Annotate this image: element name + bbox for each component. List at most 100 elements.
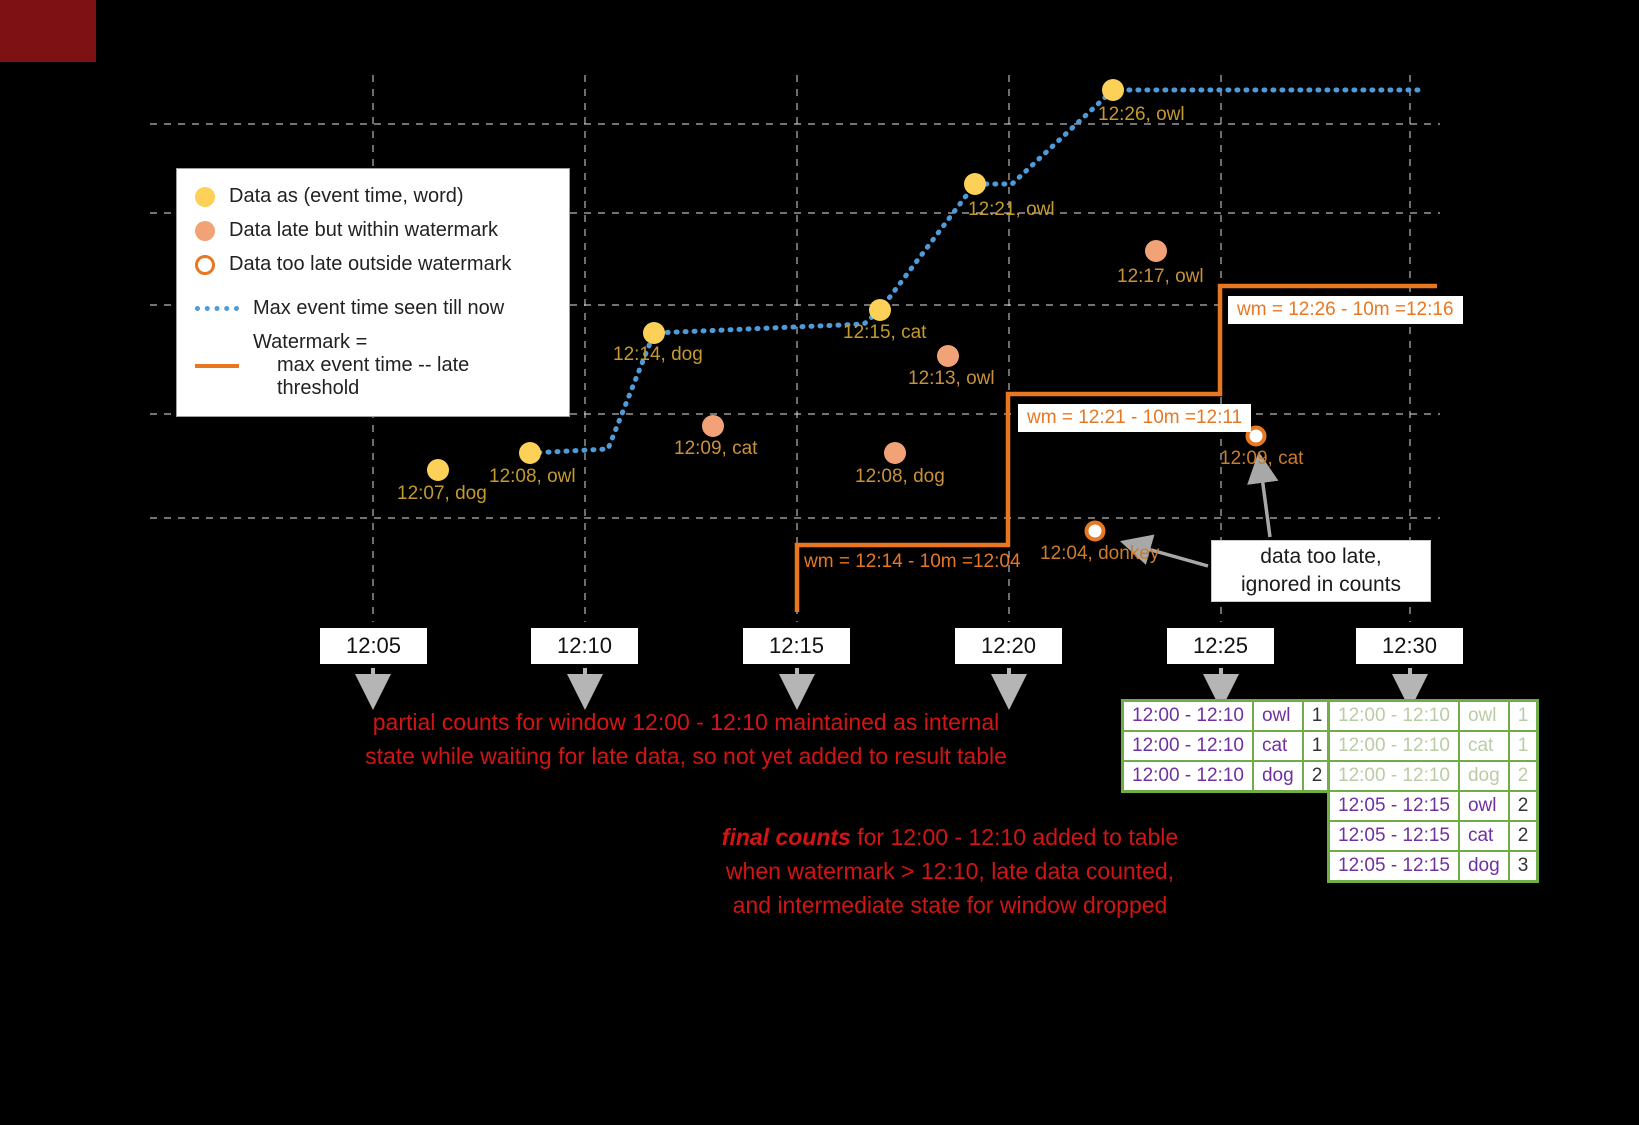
window-cell: 12:05 - 12:15 bbox=[1327, 790, 1460, 822]
axis-tick-1220: 12:20 bbox=[955, 628, 1062, 664]
too-late-line2: ignored in counts bbox=[1241, 573, 1401, 596]
partial-counts-note: partial counts for window 12:00 - 12:10 … bbox=[320, 705, 1052, 773]
word-cell: cat bbox=[1457, 820, 1510, 852]
watermark-line bbox=[794, 283, 1437, 612]
table-row-faded: 12:00 - 12:10 dog 2 bbox=[1327, 760, 1539, 792]
data-point-ontime bbox=[519, 442, 541, 464]
data-point-late bbox=[884, 442, 906, 464]
window-cell: 12:00 - 12:10 bbox=[1327, 730, 1460, 762]
partial-counts-line2: state while waiting for late data, so no… bbox=[365, 743, 1007, 769]
data-point-ontime bbox=[869, 299, 891, 321]
ontime-point-icon bbox=[195, 186, 215, 207]
max-event-line-icon bbox=[195, 306, 239, 311]
window-cell: 12:00 - 12:10 bbox=[1327, 760, 1460, 792]
result-table-1230: 12:00 - 12:10 owl 1 12:00 - 12:10 cat 1 … bbox=[1327, 699, 1540, 883]
legend-item-ontime: Data as (event time, word) bbox=[195, 185, 551, 208]
final-counts-note: final counts for 12:00 - 12:10 added to … bbox=[688, 820, 1212, 922]
count-cell: 2 bbox=[1507, 790, 1539, 822]
partial-counts-line1: partial counts for window 12:00 - 12:10 … bbox=[372, 709, 1000, 735]
word-cell: dog bbox=[1251, 760, 1304, 793]
final-counts-emphasis: final counts bbox=[721, 824, 851, 850]
word-cell: cat bbox=[1457, 730, 1510, 762]
count-cell: 3 bbox=[1507, 850, 1539, 883]
word-cell: dog bbox=[1457, 850, 1510, 883]
legend-label: Watermark = bbox=[253, 331, 368, 353]
data-point-late bbox=[702, 415, 724, 437]
final-counts-line2: when watermark > 12:10, late data counte… bbox=[725, 858, 1175, 884]
data-point-label: 12:08, dog bbox=[855, 466, 945, 487]
data-point-label: 12:15, cat bbox=[843, 322, 927, 343]
legend: Data as (event time, word) Data late but… bbox=[176, 168, 570, 417]
axis-tick-1230: 12:30 bbox=[1356, 628, 1463, 664]
word-cell: owl bbox=[1251, 699, 1304, 732]
table-row: 12:05 - 12:15 cat 2 bbox=[1327, 820, 1539, 852]
legend-label: Max event time seen till now bbox=[253, 297, 505, 319]
count-cell: 1 bbox=[1507, 699, 1539, 732]
table-row: 12:00 - 12:10 dog 2 bbox=[1121, 760, 1333, 793]
axis-tick-arrows bbox=[355, 668, 1428, 710]
too-late-line1: data too late, bbox=[1260, 545, 1382, 568]
data-point-ontime bbox=[643, 322, 665, 344]
data-point-label: 12:07, dog bbox=[397, 483, 487, 504]
window-cell: 12:00 - 12:10 bbox=[1121, 730, 1254, 762]
legend-watermark-text: Watermark = max event time -- late thres… bbox=[253, 331, 551, 400]
table-row: 12:00 - 12:10 cat 1 bbox=[1121, 730, 1333, 762]
data-point-late bbox=[1145, 240, 1167, 262]
final-counts-line1-rest: for 12:00 - 12:10 added to table bbox=[850, 824, 1179, 850]
data-point-late bbox=[937, 345, 959, 367]
count-cell: 2 bbox=[1507, 820, 1539, 852]
word-cell: owl bbox=[1457, 699, 1510, 732]
corner-accent bbox=[0, 0, 96, 62]
legend-label: Data as (event time, word) bbox=[229, 185, 464, 207]
count-cell: 2 bbox=[1507, 760, 1539, 792]
data-point-toolate bbox=[1084, 520, 1106, 542]
data-point-label: 12:21, owl bbox=[968, 199, 1055, 220]
result-table-1225: 12:00 - 12:10 owl 1 12:00 - 12:10 cat 1 … bbox=[1121, 699, 1334, 793]
data-point-ontime bbox=[964, 173, 986, 195]
final-counts-line3: and intermediate state for window droppe… bbox=[732, 892, 1168, 918]
data-point-label: 12:14, dog bbox=[613, 344, 703, 365]
legend-label-line2: max event time -- late threshold bbox=[277, 354, 470, 399]
data-point-label: 12:04, donkey bbox=[1040, 543, 1160, 564]
watermark-label-2: wm = 12:21 - 10m =12:11 bbox=[1018, 404, 1252, 432]
watermark-line-icon bbox=[195, 363, 239, 368]
data-point-label: 12:08, owl bbox=[489, 466, 576, 487]
legend-label: Data too late outside watermark bbox=[229, 253, 512, 275]
legend-item-watermark-line: Watermark = max event time -- late thres… bbox=[195, 331, 551, 400]
table-row-faded: 12:00 - 12:10 cat 1 bbox=[1327, 730, 1539, 762]
legend-item-toolate: Data too late outside watermark bbox=[195, 253, 551, 276]
window-cell: 12:00 - 12:10 bbox=[1121, 760, 1254, 793]
legend-item-late: Data late but within watermark bbox=[195, 219, 551, 242]
word-cell: owl bbox=[1457, 790, 1510, 822]
window-cell: 12:00 - 12:10 bbox=[1121, 699, 1254, 732]
window-cell: 12:00 - 12:10 bbox=[1327, 699, 1460, 732]
axis-tick-1205: 12:05 bbox=[320, 628, 427, 664]
watermark-label-1: wm = 12:14 - 10m =12:04 bbox=[804, 551, 1021, 572]
final-counts-line1: final counts for 12:00 - 12:10 added to … bbox=[688, 820, 1212, 854]
word-cell: cat bbox=[1251, 730, 1304, 762]
axis-tick-1210: 12:10 bbox=[531, 628, 638, 664]
too-late-pointer-arrows bbox=[1119, 451, 1279, 568]
table-row: 12:05 - 12:15 dog 3 bbox=[1327, 850, 1539, 883]
word-cell: dog bbox=[1457, 760, 1510, 792]
count-cell: 1 bbox=[1507, 730, 1539, 762]
max-event-time-line bbox=[527, 87, 1423, 456]
data-point-ontime bbox=[1102, 79, 1124, 101]
data-point-label: 12:09, cat bbox=[674, 438, 758, 459]
data-point-label: 12:17, owl bbox=[1117, 266, 1204, 287]
late-point-icon bbox=[195, 220, 215, 241]
legend-item-max-event-line: Max event time seen till now bbox=[195, 297, 551, 320]
table-row-faded: 12:00 - 12:10 owl 1 bbox=[1327, 699, 1539, 732]
data-point-label: 12:09, cat bbox=[1220, 448, 1304, 469]
window-cell: 12:05 - 12:15 bbox=[1327, 820, 1460, 852]
data-point-label: 12:13, owl bbox=[908, 368, 995, 389]
axis-tick-1225: 12:25 bbox=[1167, 628, 1274, 664]
table-row: 12:00 - 12:10 owl 1 bbox=[1121, 699, 1333, 732]
axis-tick-1215: 12:15 bbox=[743, 628, 850, 664]
toolate-point-icon bbox=[195, 254, 215, 275]
table-row: 12:05 - 12:15 owl 2 bbox=[1327, 790, 1539, 822]
window-cell: 12:05 - 12:15 bbox=[1327, 850, 1460, 883]
data-point-ontime bbox=[427, 459, 449, 481]
legend-label: Data late but within watermark bbox=[229, 219, 499, 241]
